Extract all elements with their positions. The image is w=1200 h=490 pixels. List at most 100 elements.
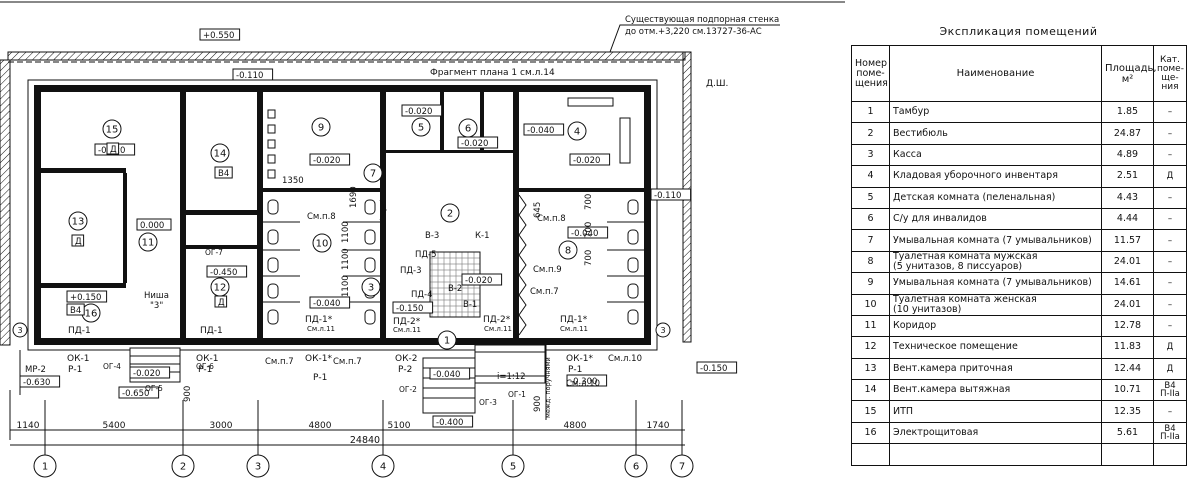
elevation-mark-frame (129, 366, 171, 379)
explication-cell-num: 6 (851, 207, 890, 231)
category-mark-frame (106, 142, 120, 155)
explication-cell-cat: Д (1153, 357, 1187, 381)
room-number-circle (361, 277, 381, 297)
door-label: ПД-1 (200, 326, 223, 336)
elevation-mark: -0.400 (436, 418, 463, 428)
plan-annotation: "3" (150, 301, 163, 311)
explication-cell-name: Электрощитовая (889, 421, 1102, 445)
see-sheet-label: См.л.11 (560, 325, 588, 333)
explication-cell-num: 5 (851, 186, 890, 209)
header-num: Номер поме- щения (851, 45, 890, 102)
room-number: 2 (447, 209, 453, 220)
room-number: 7 (370, 169, 376, 180)
explication-cell-area: 14.61 (1101, 272, 1154, 295)
axis-bubble: 3 (255, 462, 261, 473)
plan-annotation: ПД-4 (411, 290, 433, 300)
explication-cell-name: ИТП (889, 400, 1102, 423)
elevation-mark-frame (650, 188, 692, 201)
room-number-circle (437, 330, 457, 350)
explication-cell-num: 2 (851, 122, 890, 145)
plan-annotation: межд. поручнями (544, 357, 552, 418)
category-mark-frame (214, 166, 233, 179)
plan-annotation: ПД-5 (415, 250, 437, 260)
room-number-circle (138, 232, 158, 252)
dimension-value: 4800 (564, 421, 587, 431)
explication-cell-name: Кладовая уборочного инвентаря (889, 165, 1102, 188)
plan-annotation: Ниша (144, 291, 169, 301)
category-mark-frame (214, 295, 228, 308)
axis-bubble-circle (171, 454, 195, 478)
plan-annotation: 700 (584, 194, 594, 210)
axis-bubble-circle (624, 454, 648, 478)
explication-cell-area: 1.85 (1101, 100, 1154, 124)
elevation-mark: -0.020 (313, 156, 340, 166)
explication-cell-name: Касса (889, 143, 1102, 167)
plan-annotation: 1100 (341, 275, 351, 297)
elevation-mark-frame (19, 375, 61, 388)
header-category: Кат. поме- ще- ния (1153, 45, 1187, 102)
axis-bubble: 7 (679, 462, 685, 473)
elevation-mark: 0.000 (140, 221, 164, 231)
elevation-mark-frame (457, 136, 499, 149)
dimension-value: 5400 (103, 421, 126, 431)
room-number: 8 (565, 246, 571, 257)
explication-cell-num: 7 (851, 229, 890, 252)
door-label: ПД-1 (68, 326, 91, 336)
explication-cell-area: 4.89 (1101, 143, 1154, 167)
explication-cell-area: 4.43 (1101, 186, 1154, 209)
explication-cell-num: 10 (851, 293, 890, 316)
elevation-mark-frame (206, 265, 248, 278)
elevation-mark: -0.020 (573, 156, 600, 166)
category-mark-frame (66, 303, 85, 316)
room-number-circle (102, 119, 122, 139)
room-number-circle (312, 233, 332, 253)
category-mark: В4 (218, 169, 229, 179)
elevation-mark-frame (136, 218, 172, 231)
explication-cell-num: 8 (851, 250, 890, 274)
explication-cell-name: Умывальная комната (7 умывальников) (889, 272, 1102, 295)
fence-label: ОГ-7 (205, 248, 223, 257)
elevation-mark: -0.020 (465, 276, 492, 286)
explication-cell-cat: – (1153, 229, 1187, 252)
elevation-mark: -0.040 (313, 299, 340, 309)
explication-cell-area: 2.51 (1101, 165, 1154, 188)
partition-label: Р-1 (568, 365, 582, 375)
explication-cell-area: 24.01 (1101, 250, 1154, 274)
explication-cell-num: 12 (851, 336, 890, 359)
plan-annotation: 700 (584, 222, 594, 238)
section-mark-circle (655, 322, 671, 338)
elevation-mark-frame (567, 226, 609, 239)
explication-cell-cat: – (1153, 250, 1187, 274)
door-label: ПД-2* (393, 317, 421, 327)
room-number-circle (558, 240, 578, 260)
dimension-chain (9, 390, 685, 455)
toilet-stalls (263, 194, 644, 336)
elevation-mark-frame (309, 296, 351, 309)
plan-annotation: См.л.10 (608, 354, 642, 364)
explication-cell-num: 4 (851, 165, 890, 188)
fence-label: ОГ-3 (479, 398, 497, 407)
axis-bubble: 4 (380, 462, 386, 473)
explication-cell-name: Вент.камера вытяжная (889, 379, 1102, 402)
explication-cell-area: 12.78 (1101, 314, 1154, 338)
explication-cell-num (851, 443, 890, 466)
plan-annotation: 700 (584, 250, 594, 266)
building-outline (27, 79, 658, 351)
explication-cell-name: Туалетная комната женская (10 унитазов) (889, 293, 1102, 316)
plan-annotation: i=1:12 (497, 372, 526, 382)
axis-bubble: 5 (510, 462, 516, 473)
explication-cell-cat: Д (1153, 336, 1187, 359)
plan-annotation: В-3 (425, 231, 439, 241)
see-note-label: См.п.7 (265, 357, 294, 367)
axis-bubble-circle (670, 454, 694, 478)
explication-cell-num: 14 (851, 379, 890, 402)
explication-cell-area: 11.83 (1101, 336, 1154, 359)
partition-label: Р-1 (313, 373, 327, 383)
dsh-label: Д.Ш. (706, 79, 728, 89)
